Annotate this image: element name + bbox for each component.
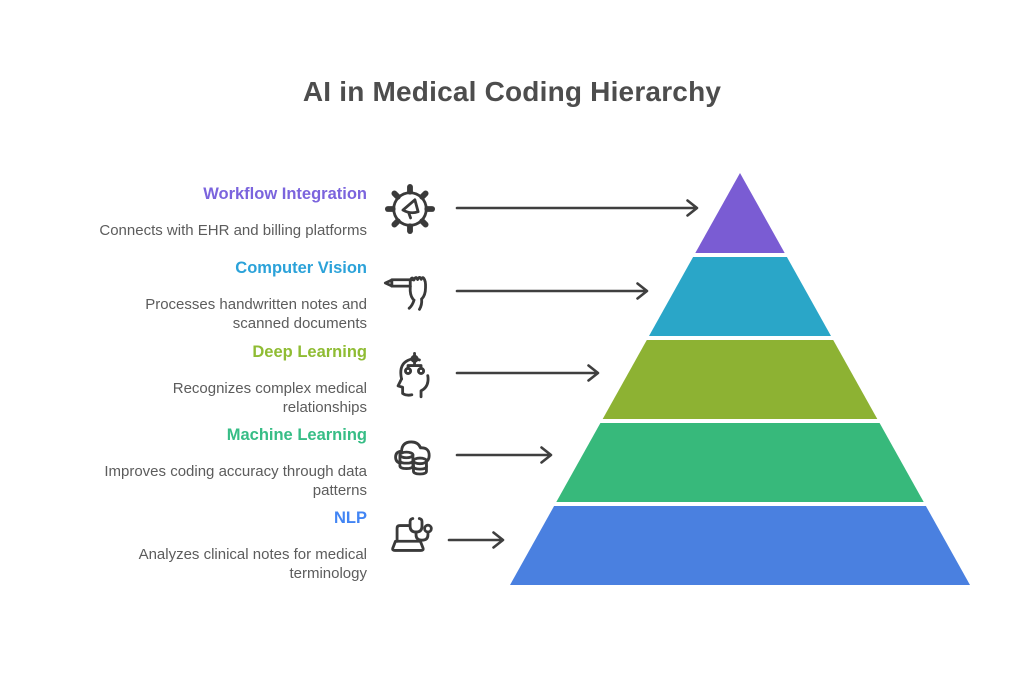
arrow-nlp bbox=[447, 531, 505, 549]
level-label-nlp: NLP bbox=[334, 509, 367, 527]
arrow-computer-vision bbox=[455, 282, 649, 300]
level-description-deep-learning: Recognizes complex medical relationships bbox=[172, 380, 367, 416]
laptop-stethoscope-icon bbox=[383, 512, 435, 564]
gear-megaphone-icon bbox=[384, 183, 436, 235]
arrow-machine-learning bbox=[455, 446, 553, 464]
pyramid-level-deep-learning bbox=[602, 340, 878, 419]
head-network-icon bbox=[388, 348, 440, 400]
arrow-workflow-integration bbox=[455, 199, 699, 217]
level-label-deep-learning: Deep Learning bbox=[252, 343, 367, 361]
level-label-machine-learning: Machine Learning bbox=[226, 426, 367, 444]
level-row-deep-learning: Deep Learning Recognizes complex medical… bbox=[87, 342, 367, 417]
page-title: AI in Medical Coding Hierarchy bbox=[302, 76, 722, 107]
level-description-nlp: Analyzes clinical notes for medical term… bbox=[138, 546, 367, 582]
pyramid-level-workflow-integration bbox=[695, 173, 785, 253]
level-description-workflow-integration: Connects with EHR and billing platforms bbox=[99, 222, 367, 239]
level-row-workflow-integration: Workflow Integration Connects with EHR a… bbox=[55, 184, 367, 240]
pyramid-level-machine-learning bbox=[556, 423, 924, 502]
level-row-computer-vision: Computer Vision Processes handwritten no… bbox=[87, 258, 367, 333]
pyramid-level-computer-vision bbox=[649, 257, 831, 336]
level-label-workflow-integration: Workflow Integration bbox=[203, 185, 367, 203]
hand-pen-icon bbox=[381, 266, 433, 318]
level-description-machine-learning: Improves coding accuracy through data pa… bbox=[104, 463, 367, 499]
pyramid-level-nlp bbox=[510, 506, 970, 585]
level-row-nlp: NLP Analyzes clinical notes for medical … bbox=[87, 508, 367, 583]
arrow-deep-learning bbox=[455, 364, 600, 382]
level-row-machine-learning: Machine Learning Improves coding accurac… bbox=[87, 425, 367, 500]
cloud-database-icon bbox=[388, 430, 440, 482]
level-label-computer-vision: Computer Vision bbox=[235, 259, 367, 277]
level-description-computer-vision: Processes handwritten notes and scanned … bbox=[145, 296, 367, 332]
